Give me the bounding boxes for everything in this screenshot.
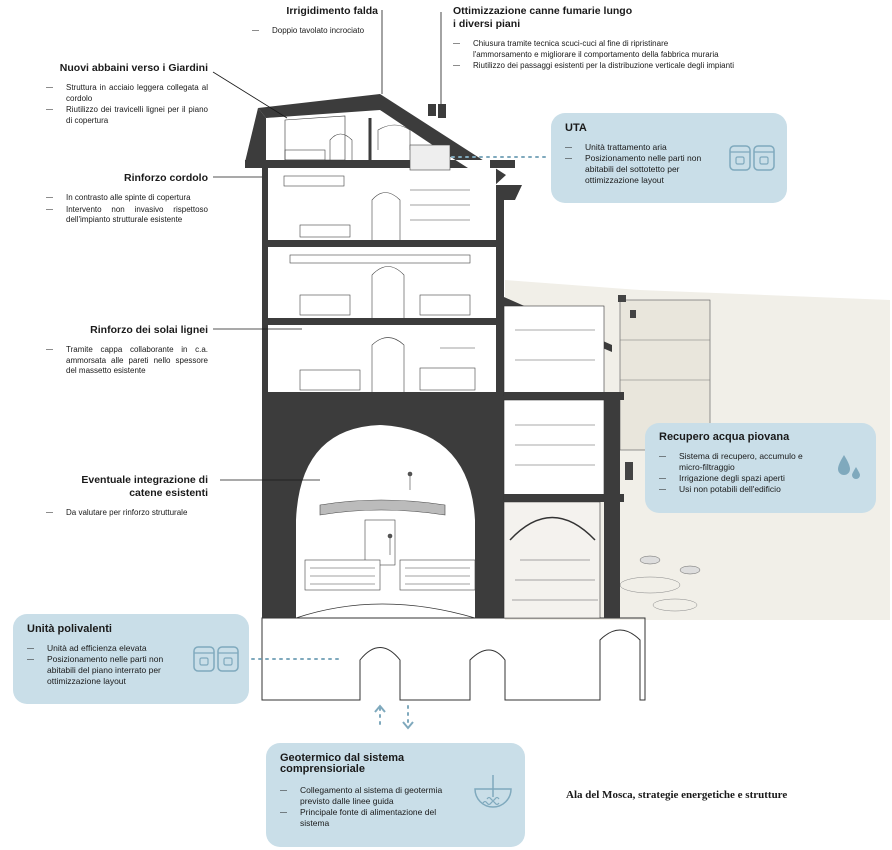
annotation-irrigidimento-falda: Irrigidimento falda Doppio tavolato incr… (252, 5, 378, 38)
unita-polivalenti-box: Unità polivalenti Unità ad efficienza el… (13, 614, 249, 704)
box-item: Collegamento al sistema di geotermia pre… (280, 785, 455, 807)
air-handling-unit-icon (193, 646, 239, 672)
box-item: Irrigazione degli spazi aperti (659, 473, 824, 484)
annotation-item: In contrasto alle spinte di copertura (46, 193, 208, 204)
box-item: Unità ad efficienza elevata (27, 643, 187, 654)
side-wing (503, 297, 624, 619)
annotation-item: Doppio tavolato incrociato (252, 26, 378, 37)
basement (261, 603, 646, 701)
box-item: Principale fonte di alimentazione del si… (280, 807, 455, 829)
water-drops-icon (838, 455, 860, 479)
annotation-title: Irrigidimento falda (286, 5, 378, 17)
annotation-title: Rinforzo cordolo (124, 172, 208, 184)
annotation-item: Riutilizzo dei passaggi esistenti per la… (453, 61, 783, 72)
box-title: UTA (565, 122, 587, 134)
dotted-connectors (251, 156, 551, 729)
leader-lines (212, 10, 442, 481)
annotation-rinforzo-cordolo: Rinforzo cordolo In contrasto alle spint… (46, 172, 208, 227)
annotation-item: Tramite cappa collaborante in c.a. ammor… (46, 345, 208, 377)
box-item: Unità trattamento aria (565, 142, 713, 153)
annotation-title: Ottimizzazione canne fumarie lungo i div… (453, 5, 633, 30)
main-building-section (245, 94, 522, 618)
annotation-title: Rinforzo dei solai lignei (90, 324, 208, 336)
annotation-canne-fumarie: Ottimizzazione canne fumarie lungo i div… (453, 5, 783, 73)
annotation-item: Intervento non invasivo rispettoso dell'… (46, 205, 208, 226)
box-item: Posizionamento nelle parti non abitabili… (565, 153, 713, 186)
annotation-nuovi-abbaini: Nuovi abbaini verso i Giardini Struttura… (46, 62, 208, 127)
geotermico-box: Geotermico dal sistema comprensioriale C… (266, 743, 525, 847)
box-item: Usi non potabili dell'edificio (659, 484, 824, 495)
annotation-title: Eventuale integrazione di catene esisten… (81, 474, 208, 499)
box-title: Recupero acqua piovana (659, 431, 790, 443)
annotation-item: Chiusura tramite tecnica scuci-cuci al f… (453, 39, 723, 60)
box-item: Sistema di recupero, accumulo e micro-fi… (659, 451, 824, 473)
uta-box: UTA Unità trattamento aria Posizionament… (551, 113, 787, 203)
annotation-title: Nuovi abbaini verso i Giardini (59, 62, 208, 74)
geothermal-icon (474, 775, 512, 808)
recupero-acqua-box: Recupero acqua piovana Sistema di recupe… (645, 423, 876, 513)
annotation-item: Struttura in acciaio leggera collegata a… (46, 83, 208, 104)
interior-details (283, 124, 476, 591)
annotation-rinforzo-solai: Rinforzo dei solai lignei Tramite cappa … (46, 324, 208, 378)
flow-arrows-icon (374, 704, 414, 730)
figure-caption: Ala del Mosca, strategie energetiche e s… (566, 789, 788, 801)
box-title: Geotermico dal sistema comprensioriale (280, 752, 405, 775)
box-title: Unità polivalenti (27, 623, 112, 635)
air-handling-unit-icon (729, 145, 775, 171)
annotation-catene: Eventuale integrazione di catene esisten… (46, 474, 208, 520)
annotation-item: Da valutare per rinforzo strutturale (46, 508, 208, 519)
box-item: Posizionamento nelle parti non abitabili… (27, 654, 187, 687)
annotation-item: Riutilizzo dei travicelli lignei per il … (46, 105, 208, 126)
